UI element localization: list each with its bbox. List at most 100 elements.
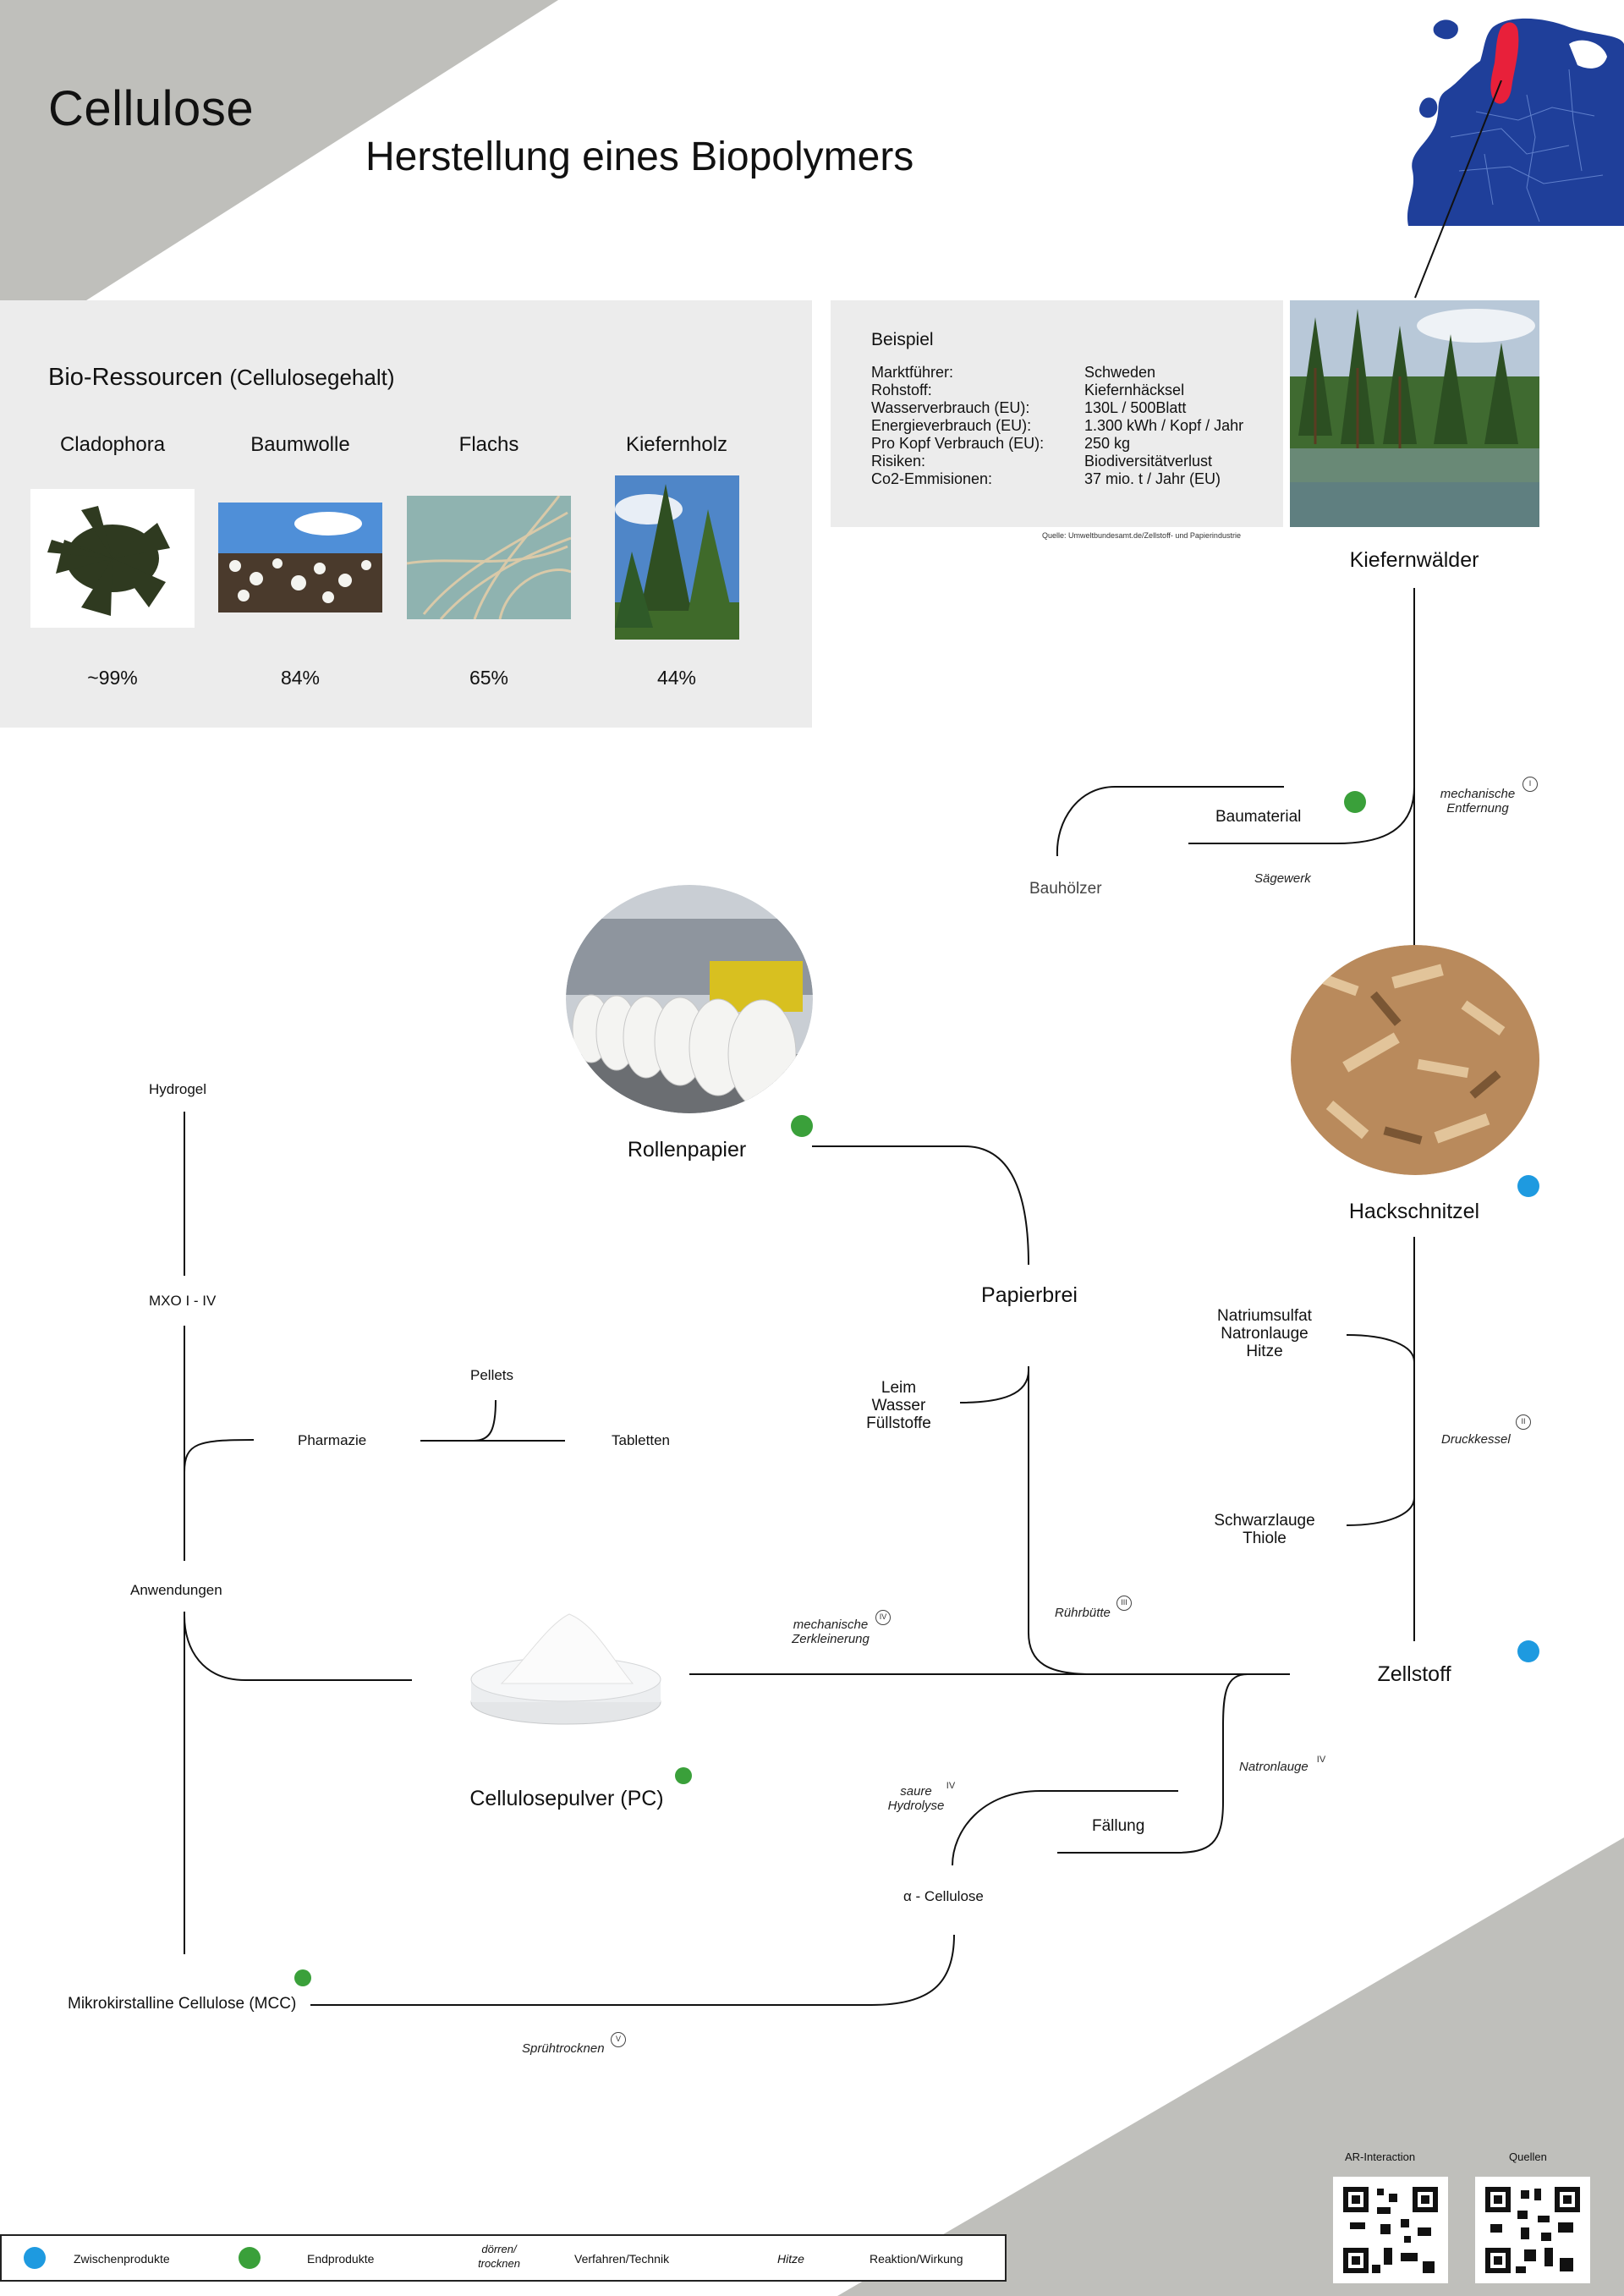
legend-hitze-label: Hitze bbox=[777, 2252, 804, 2266]
example-key: Marktführer: bbox=[871, 364, 954, 381]
legend-box bbox=[0, 2234, 1007, 2282]
example-value: 1.300 kWh / Kopf / Jahr bbox=[1084, 417, 1244, 434]
example-row: Pro Kopf Verbrauch (EU): 250 kg bbox=[871, 435, 1260, 453]
example-value: 130L / 500Blatt bbox=[1084, 399, 1187, 416]
step-number-3: III bbox=[1116, 1596, 1132, 1611]
process-natronlauge: Natronlauge bbox=[1239, 1760, 1309, 1774]
legend-doerren-label: dörren/ trocknen bbox=[478, 2243, 520, 2270]
node-leim: Leim Wasser Füllstoffe bbox=[866, 1379, 931, 1432]
example-row: Marktführer: Schweden bbox=[871, 364, 1260, 382]
example-value: Biodiversitätverlust bbox=[1084, 453, 1213, 470]
resource-value-flachs: 65% bbox=[469, 667, 509, 689]
node-bauhoelzer: Bauhölzer bbox=[1029, 880, 1102, 898]
node-mxo: MXO I - IV bbox=[149, 1293, 217, 1309]
example-value: 37 mio. t / Jahr (EU) bbox=[1084, 470, 1221, 487]
resource-name-flachs: Flachs bbox=[458, 433, 519, 456]
example-row: Rohstoff: Kiefernhäcksel bbox=[871, 382, 1260, 399]
example-row: Wasserverbrauch (EU):130L / 500Blatt bbox=[871, 399, 1260, 417]
example-row: Energieverbrauch (EU): 1.300 kWh / Kopf /… bbox=[871, 417, 1260, 435]
example-key: Energieverbrauch (EU): bbox=[871, 417, 1032, 434]
europe-map bbox=[1407, 18, 1624, 226]
flachs-image bbox=[407, 496, 571, 619]
legend-zwischenprodukt-dot bbox=[24, 2247, 46, 2269]
step-number-5: IV bbox=[1316, 1755, 1326, 1765]
example-table: Marktführer: Schweden Rohstoff: Kiefernhäc… bbox=[871, 364, 1260, 488]
legend-endprodukte-label: Endprodukte bbox=[307, 2252, 375, 2266]
endprodukt-dot-rollenpapier bbox=[791, 1115, 813, 1137]
example-panel bbox=[831, 300, 1283, 527]
node-hydrogel: Hydrogel bbox=[149, 1081, 207, 1097]
node-alpha-cellulose: α - Cellulose bbox=[903, 1888, 984, 1904]
node-tabletten: Tabletten bbox=[612, 1432, 670, 1448]
process-mechanische-zerkleinerung: mechanische Zerkleinerung bbox=[792, 1618, 870, 1646]
node-zellstoff: Zellstoff bbox=[1377, 1662, 1451, 1686]
forest-lake-image bbox=[1290, 300, 1539, 527]
example-key: Pro Kopf Verbrauch (EU): bbox=[871, 435, 1045, 452]
node-anwendungen: Anwendungen bbox=[130, 1582, 222, 1598]
cladophora-image bbox=[30, 489, 195, 628]
resource-value-kiefernholz: 44% bbox=[656, 667, 697, 689]
legend-endprodukt-dot bbox=[239, 2247, 261, 2269]
zwischenprodukt-dot-zellstoff bbox=[1517, 1640, 1539, 1662]
node-hackschnitzel: Hackschnitzel bbox=[1348, 1200, 1480, 1223]
quellen-qr-code[interactable] bbox=[1475, 2177, 1590, 2283]
example-row: Co2-Emmisionen: 37 mio. t / Jahr (EU) bbox=[871, 470, 1260, 488]
example-key: Risiken: bbox=[871, 453, 926, 470]
page-title: Cellulose bbox=[48, 81, 255, 136]
step-number-1: I bbox=[1522, 777, 1538, 792]
page-subtitle: Herstellung eines Biopolymers bbox=[365, 135, 914, 179]
node-schwarzlauge: Schwarzlauge Thiole bbox=[1214, 1512, 1315, 1547]
node-natrium: Natriumsulfat Natronlauge Hitze bbox=[1217, 1307, 1312, 1360]
example-heading: Beispiel bbox=[871, 330, 934, 349]
example-source: Quelle: Umweltbundesamt.de/Zellstoff- un… bbox=[1042, 531, 1241, 540]
endprodukt-dot-mcc bbox=[294, 1969, 311, 1986]
example-row: Risiken: Biodiversitätverlust bbox=[871, 453, 1260, 470]
example-value: Kiefernhäcksel bbox=[1084, 382, 1185, 398]
node-papierbrei: Papierbrei bbox=[981, 1283, 1078, 1307]
process-spruehtrocknen: Sprühtrocknen bbox=[522, 2041, 605, 2056]
node-rollenpapier: Rollenpapier bbox=[627, 1138, 747, 1162]
bio-resources-note: (Cellulosegehalt) bbox=[229, 365, 395, 390]
bio-resources-title: Bio-Ressourcen bbox=[48, 364, 223, 391]
endprodukt-dot-cellulosepulver bbox=[675, 1767, 692, 1784]
resource-name-baumwolle: Baumwolle bbox=[250, 433, 350, 456]
qr-ar-label: AR-Interaction bbox=[1345, 2150, 1416, 2163]
process-druckkessel: Druckkessel bbox=[1441, 1432, 1511, 1447]
step-number-6: IV bbox=[946, 1781, 956, 1791]
baumwolle-image bbox=[218, 503, 382, 612]
kiefernholz-image bbox=[615, 475, 739, 640]
example-key: Co2-Emmisionen: bbox=[871, 470, 993, 487]
node-kiefernwaelder: Kiefernwälder bbox=[1349, 548, 1479, 572]
step-number-2: II bbox=[1516, 1414, 1531, 1430]
ar-interaction-qr-code[interactable] bbox=[1333, 2177, 1448, 2283]
step-number-7: V bbox=[611, 2032, 626, 2047]
cellulosepulver-image bbox=[470, 1613, 661, 1725]
node-pharmazie: Pharmazie bbox=[298, 1432, 367, 1448]
node-baumaterial: Baumaterial bbox=[1215, 808, 1302, 826]
process-saegewerk: Sägewerk bbox=[1254, 871, 1311, 886]
node-mcc: Mikrokirstalline Cellulose (MCC) bbox=[68, 1995, 297, 2013]
node-cellulosepulver: Cellulosepulver (PC) bbox=[469, 1787, 664, 1810]
resource-value-baumwolle: 84% bbox=[280, 667, 321, 689]
top-left-grey-triangle bbox=[0, 0, 558, 355]
step-number-4: IV bbox=[875, 1610, 891, 1625]
legend-verfahren-label: Verfahren/Technik bbox=[574, 2252, 670, 2266]
resource-name-cladophora: Cladophora bbox=[59, 433, 166, 456]
example-value: 250 kg bbox=[1084, 435, 1131, 452]
endprodukt-dot-baumaterial bbox=[1344, 791, 1366, 813]
legend-reaktion-label: Reaktion/Wirkung bbox=[870, 2252, 963, 2266]
resource-value-cladophora: ~99% bbox=[87, 667, 138, 689]
example-value: Schweden bbox=[1084, 364, 1156, 381]
legend-zwischenprodukte-label: Zwischenprodukte bbox=[74, 2252, 170, 2266]
process-mechanische-entfernung: mechanische Entfernung bbox=[1440, 787, 1516, 816]
node-pellets: Pellets bbox=[470, 1367, 514, 1383]
node-faellung: Fällung bbox=[1092, 1817, 1145, 1835]
rollenpapier-image bbox=[566, 885, 813, 1113]
map-pointer-line bbox=[1414, 80, 1502, 299]
process-ruehrbuette: Rührbütte bbox=[1055, 1606, 1111, 1620]
example-key: Rohstoff: bbox=[871, 382, 932, 398]
qr-sources-label: Quellen bbox=[1509, 2150, 1547, 2163]
zwischenprodukt-dot-hackschnitzel bbox=[1517, 1175, 1539, 1197]
bio-resources-heading: Bio-Ressourcen (Cellulosegehalt) bbox=[48, 364, 395, 392]
